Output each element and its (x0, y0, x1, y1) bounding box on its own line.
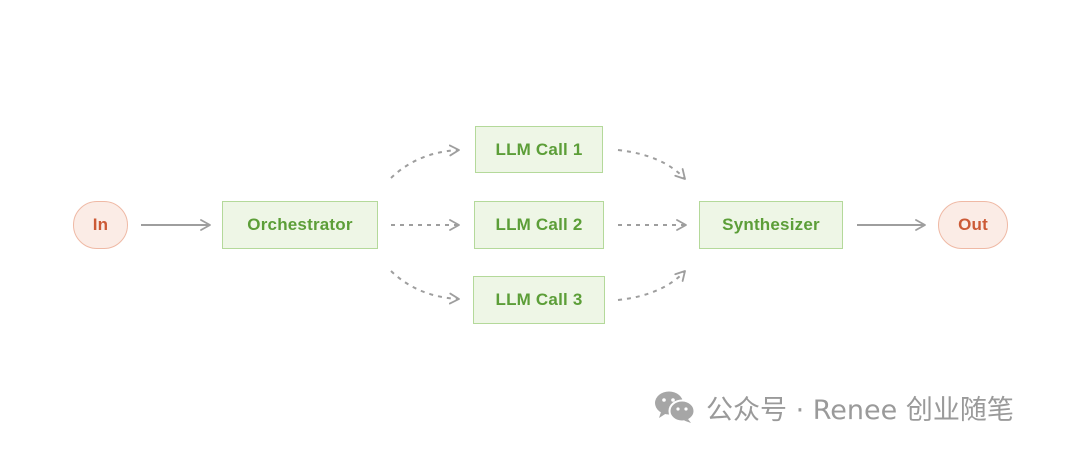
node-llm-call-3-label: LLM Call 3 (495, 290, 583, 309)
node-in-label: In (92, 215, 109, 234)
node-in: In (73, 201, 128, 249)
watermark-text: 公众号 · Renee 创业随笔 (706, 394, 1014, 426)
node-out-label: Out (958, 215, 988, 234)
node-synthesizer-label: Synthesizer (722, 215, 820, 234)
node-orchestrator-label: Orchestrator (247, 215, 353, 234)
edge-llm3-synthesizer (617, 270, 686, 301)
edge-llm1-synthesizer (617, 149, 686, 180)
node-llm-call-2: LLM Call 2 (474, 201, 604, 249)
watermark: 公众号 · Renee 创业随笔 (654, 388, 1014, 426)
node-llm-call-2-label: LLM Call 2 (495, 215, 583, 234)
node-synthesizer: Synthesizer (699, 201, 843, 249)
node-out: Out (938, 201, 1008, 249)
node-orchestrator: Orchestrator (222, 201, 378, 249)
wechat-icon (654, 390, 696, 424)
node-llm-call-1: LLM Call 1 (475, 126, 603, 173)
node-llm-call-3: LLM Call 3 (473, 276, 605, 324)
edge-orchestrator-llm1 (390, 144, 460, 179)
edge-orchestrator-llm3 (390, 270, 460, 305)
node-llm-call-1-label: LLM Call 1 (495, 139, 583, 159)
